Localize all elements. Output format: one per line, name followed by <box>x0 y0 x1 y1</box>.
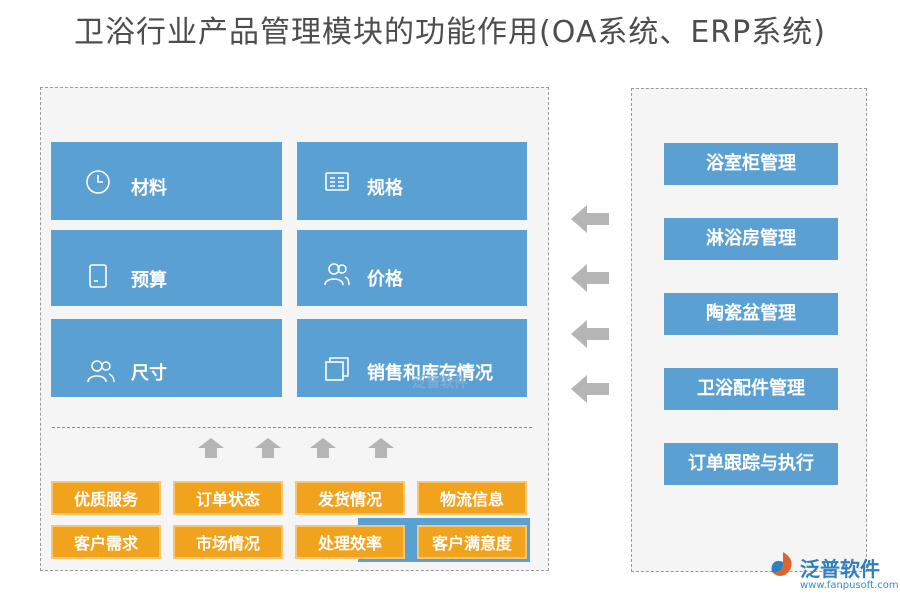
factor-tag[interactable]: 优质服务 <box>51 481 161 515</box>
factor-tag[interactable]: 客户需求 <box>51 525 161 559</box>
left-arrow-icon <box>571 264 609 292</box>
fanpu-logo-icon <box>771 552 792 576</box>
watermark-url: www.fanpusoft.com <box>800 580 899 591</box>
files-icon <box>325 357 349 381</box>
module-card-spec[interactable]: 规格 <box>297 142 527 220</box>
module-label-material: 材料 <box>131 178 167 199</box>
module-label-price: 价格 <box>367 269 403 290</box>
up-arrow-icon <box>368 438 394 458</box>
page-title: 卫浴行业产品管理模块的功能作用(OA系统、ERP系统) <box>74 15 826 50</box>
left-arrow-icon <box>571 320 609 348</box>
watermark-inline: 泛普软件 <box>412 375 468 391</box>
module-label-spec: 规格 <box>367 178 403 199</box>
management-item-shower-room[interactable]: 淋浴房管理 <box>664 218 838 260</box>
watermark-brand: 泛普软件 <box>800 557 880 581</box>
factor-tag[interactable]: 物流信息 <box>417 481 527 515</box>
up-arrow-icon <box>255 438 281 458</box>
up-arrow-icon <box>198 438 224 458</box>
users-icon <box>324 263 350 286</box>
spec-sheet-icon <box>325 172 349 191</box>
factor-tag[interactable]: 发货情况 <box>295 481 405 515</box>
factor-tag[interactable]: 客户满意度 <box>417 525 527 559</box>
clock-icon <box>86 170 110 194</box>
module-card-budget[interactable]: 预算 <box>51 230 282 306</box>
module-card-material[interactable]: 材料 <box>51 142 282 220</box>
module-label-budget: 预算 <box>131 270 167 291</box>
people-icon <box>87 360 115 383</box>
module-card-price[interactable]: 价格 <box>297 230 527 306</box>
management-item-bathroom-accessories[interactable]: 卫浴配件管理 <box>664 368 838 410</box>
module-label-size: 尺寸 <box>131 363 167 384</box>
left-arrow-icon <box>571 375 609 403</box>
module-card-sales-inventory[interactable]: 销售和库存情况 <box>297 319 527 397</box>
left-arrow-icon <box>571 205 609 233</box>
management-item-bathroom-cabinet[interactable]: 浴室柜管理 <box>664 143 838 185</box>
management-item-ceramic-basin[interactable]: 陶瓷盆管理 <box>664 293 838 335</box>
factor-tag[interactable]: 市场情况 <box>173 525 283 559</box>
module-card-size[interactable]: 尺寸 <box>51 319 282 397</box>
factor-tag[interactable]: 处理效率 <box>295 525 405 559</box>
up-arrow-icon <box>310 438 336 458</box>
management-item-order-tracking[interactable]: 订单跟踪与执行 <box>664 443 838 485</box>
factor-tag[interactable]: 订单状态 <box>173 481 283 515</box>
module-label-sales-inventory: 销售和库存情况 <box>367 363 493 384</box>
tablet-icon <box>89 264 107 288</box>
dashed-separator <box>52 427 532 428</box>
